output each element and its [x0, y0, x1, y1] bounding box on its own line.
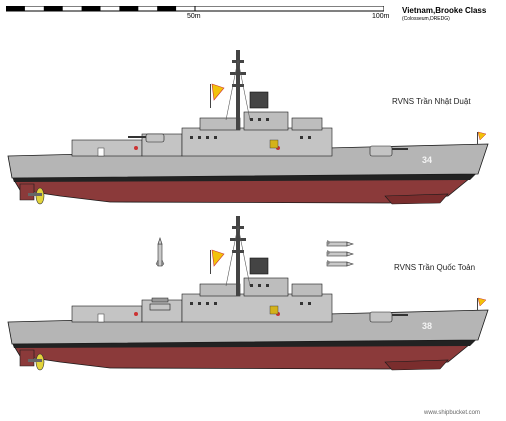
bow-flag-icon — [477, 297, 487, 307]
hull-number-2: 38 — [422, 321, 433, 331]
scale-end-label: 100m — [372, 13, 390, 20]
ship-name-1: RVNS Trần Nhật Duật — [392, 97, 471, 106]
flag-icon — [211, 249, 225, 267]
scale-bar — [6, 6, 384, 12]
scale-mid-label: 50m — [187, 13, 201, 20]
horizontal-missile-icon-3 — [326, 260, 354, 267]
credit-text: www.shipbucket.com — [424, 410, 481, 416]
hull-number-1: 34 — [422, 155, 433, 165]
title-block: Vietnam,Brooke Class (Colosseum,DREDG) — [402, 6, 486, 22]
propeller-icon — [35, 187, 45, 205]
bow-flag-icon — [477, 131, 487, 141]
propeller-icon — [35, 353, 45, 371]
drawing-subtitle: (Colosseum,DREDG) — [402, 16, 450, 22]
vertical-missile-icon — [155, 237, 165, 267]
drawing-title: Vietnam,Brooke Class — [402, 6, 487, 15]
ship-name-2: RVNS Trần Quốc Toản — [394, 263, 476, 272]
horizontal-missile-icon-2 — [326, 250, 354, 257]
flag-icon — [211, 83, 225, 101]
horizontal-missile-icon-1 — [326, 240, 354, 247]
